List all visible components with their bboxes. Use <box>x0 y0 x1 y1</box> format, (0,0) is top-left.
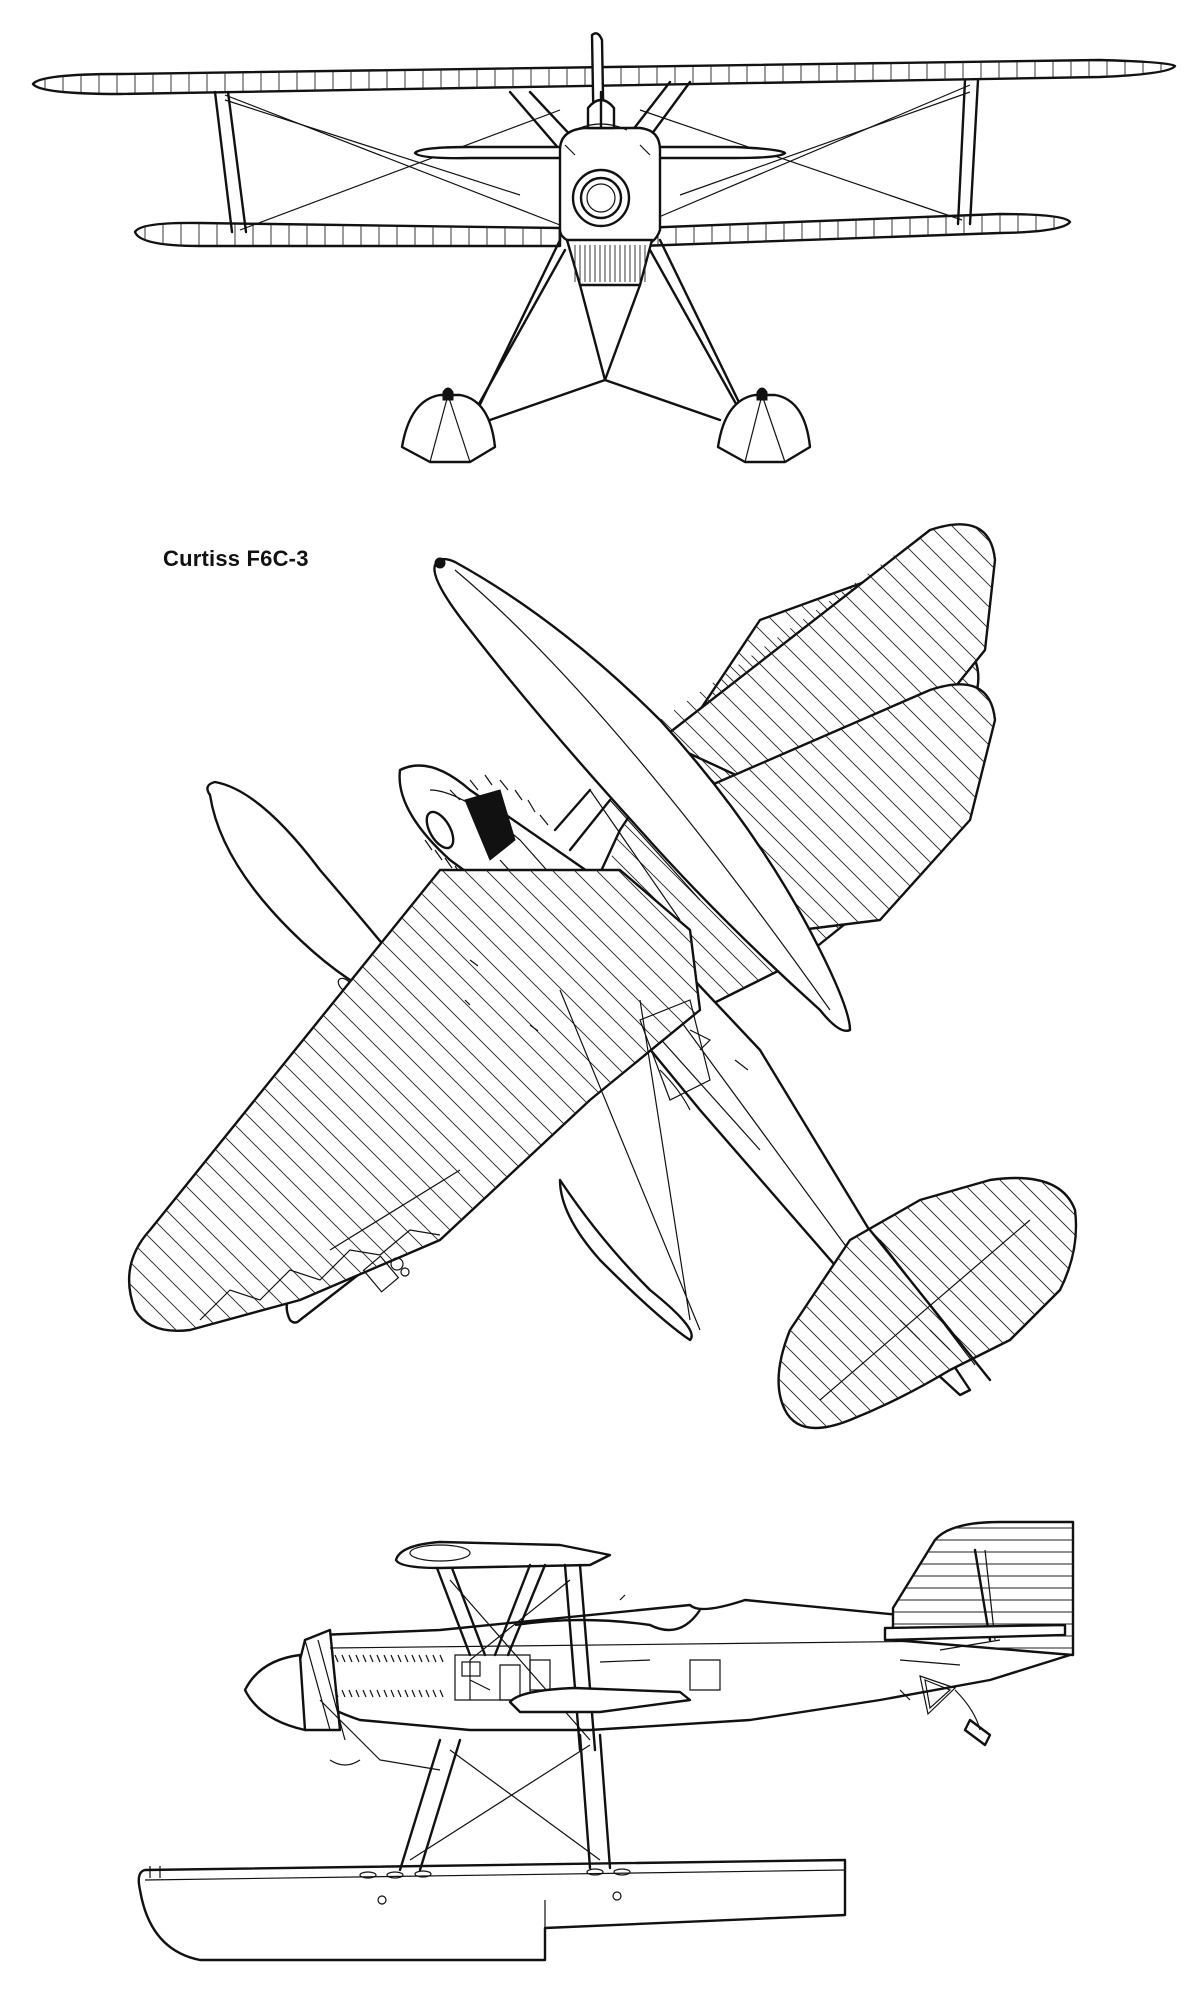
side-view <box>137 1520 1075 1962</box>
top-view <box>128 523 1078 1430</box>
front-view <box>31 32 1177 464</box>
drawing-title: Curtiss F6C-3 <box>163 546 309 571</box>
